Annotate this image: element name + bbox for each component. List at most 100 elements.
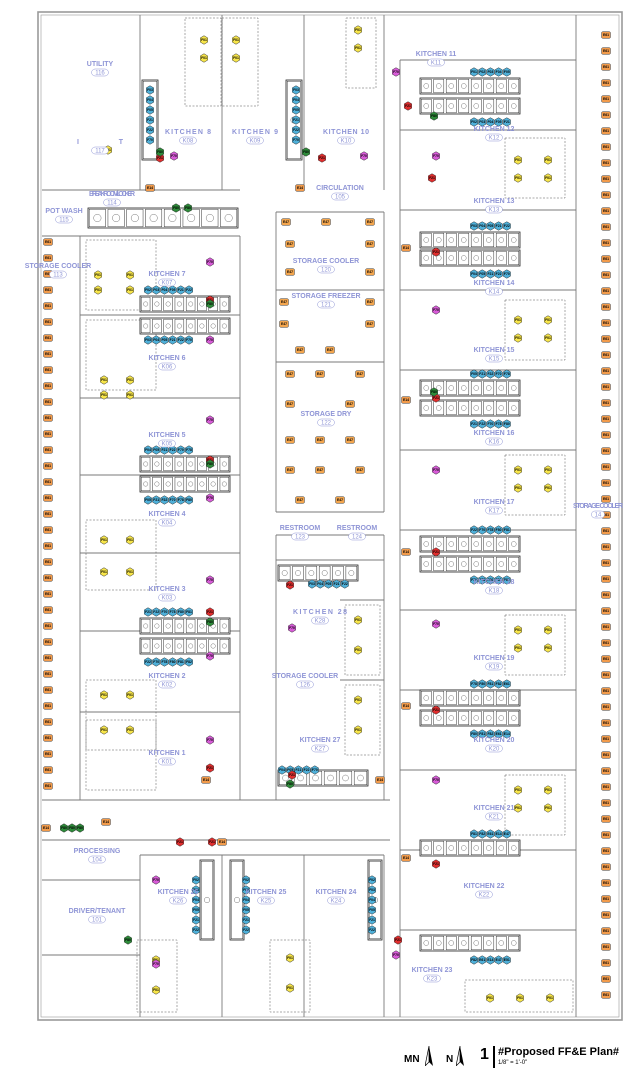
equipment-tag-label: E61 [45,672,51,676]
equipment-tag [176,607,185,617]
counter [419,709,521,727]
appliance [140,638,151,654]
equipment-tag [354,645,362,655]
appliance [420,840,432,856]
appliance [470,935,482,951]
equipment-tag [601,127,611,135]
equipment-tag-label: F80 [170,660,176,664]
burner [436,255,442,261]
equipment-tag [185,657,193,667]
hood-outline [85,679,157,751]
equipment-tag [486,729,495,739]
room-name: KITCHEN 25 [246,889,287,896]
equipment-tag-label: F70 [433,778,439,782]
appliance [219,638,230,654]
equipment-tag [43,542,53,550]
equipment-tag [546,993,554,1003]
appliance [197,318,207,334]
equipment-tag-label: E61 [603,97,609,101]
burner [511,255,517,261]
hood-outline [464,979,574,1013]
equipment-tag [514,155,522,165]
equipment-tag [43,702,53,710]
equipment-tag-label: F01 [101,570,107,574]
equipment-tag [152,657,161,667]
exterior-wall [37,11,623,1021]
equipment-tag [601,335,611,343]
burner [498,237,504,243]
equipment-tag-label: F05 [479,272,485,276]
equipment-tag-label: F03 [147,88,153,92]
burner [461,695,467,701]
room-number: K19 [489,665,500,671]
equipment-tag [478,117,487,127]
equipment-tag-label: E61 [45,432,51,436]
room-number: K28 [315,619,326,625]
room-number: 116 [95,71,105,77]
equipment-tag-label: E47 [297,348,303,352]
equipment-tag [601,879,611,887]
equipment-tag [60,823,68,833]
equipment-tag [486,679,495,689]
equipment-tag-label: E61 [603,321,609,325]
burner [498,561,504,567]
equipment-tag-label: F80 [207,620,213,624]
equipment-tag-label: E61 [45,384,51,388]
equipment-tag [514,333,522,343]
burner [423,103,429,109]
burner [295,570,301,576]
room-name: CIRCULATION [316,185,364,192]
equipment-tag-label: F70 [207,418,213,422]
burner [210,481,216,487]
equipment-tag [544,643,552,653]
equipment-tag [470,419,478,429]
equipment-tag-label: E47 [281,300,287,304]
equipment-tag-label: F01 [127,288,133,292]
equipment-tag-label: E47 [287,270,293,274]
equipment-tag [192,885,200,895]
burner [436,940,442,946]
equipment-tag [601,799,611,807]
appliance [219,296,230,312]
equipment-tag [318,153,326,163]
appliance [208,638,218,654]
hood-outline [344,604,381,676]
equipment-tag [514,173,522,183]
equipment-tag [601,767,611,775]
equipment-tag [514,483,522,493]
equipment-tag-label: F03 [487,70,493,74]
equipment-tag-label: F01 [515,806,521,810]
burner [473,541,479,547]
equipment-tag [316,579,325,589]
equipment-tag-label: F70 [312,768,318,772]
equipment-tag [176,335,185,345]
equipment-tag [126,375,134,385]
equipment-tag [43,286,53,294]
room-number-badge [158,518,176,527]
equipment-tag [206,735,214,745]
equipment-tag [478,679,487,689]
equipment-tag-label: F70 [170,498,176,502]
equipment-tag [126,690,134,700]
appliance [163,208,181,228]
equipment-tag-label: E61 [603,305,609,309]
appliance [508,710,520,726]
exterior-wall-inner [40,14,620,1018]
equipment-tag [315,436,325,444]
burner [448,405,454,411]
room-name: KITCHEN 9 [232,129,278,136]
equipment-tag-label: E61 [603,929,609,933]
burner [221,461,227,467]
counter [419,231,521,249]
equipment-tag [286,983,294,993]
burner [143,643,149,649]
equipment-tag [160,607,169,617]
equipment-tag-label: E61 [603,225,609,229]
equipment-tag-label: F70 [433,468,439,472]
equipment-tag [601,223,611,231]
equipment-tag [286,580,294,590]
equipment-tag-label: E47 [323,220,329,224]
appliance [208,618,218,634]
equipment-tag-label: F70 [207,654,213,658]
burner [473,940,479,946]
